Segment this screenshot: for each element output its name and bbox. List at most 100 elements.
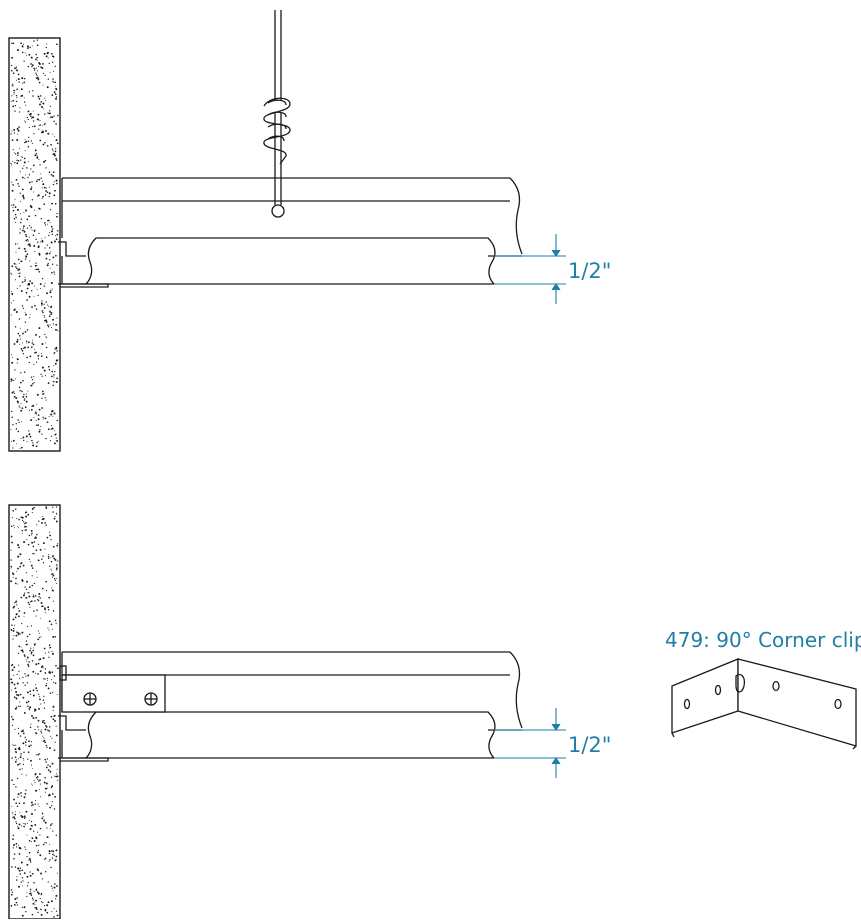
wall-stipple-dot (25, 675, 27, 677)
wall-stipple-dot (22, 342, 24, 344)
wall-stipple-dot (47, 881, 49, 883)
wall-stipple-dot (44, 222, 46, 224)
wall-stipple-dot (22, 763, 25, 766)
wall-stipple-dot (50, 289, 52, 291)
wall-stipple-dot (14, 898, 17, 900)
wall-stipple-dot (30, 801, 33, 804)
wall-stipple-dot (20, 159, 22, 161)
wall-stipple-dot (22, 196, 25, 199)
wall-stipple-dot (24, 586, 26, 588)
wall-stipple-dot (33, 245, 36, 247)
wall-stipple-dot (18, 258, 20, 261)
wall-stipple-dot (54, 636, 57, 638)
wall-stipple-dot (13, 904, 16, 906)
wall-stipple-dot (15, 397, 18, 400)
wall-stipple-dot (46, 911, 49, 914)
wall-stipple-dot (51, 202, 53, 205)
wall-stipple-dot (48, 171, 51, 173)
wall-stipple-dot (50, 424, 52, 427)
wall-stipple-dot (55, 520, 58, 523)
wall-stipple-dot (39, 124, 41, 126)
wall-stipple-dot (22, 167, 24, 169)
wall-stipple-dot (38, 593, 41, 595)
wall-stipple-dot (55, 898, 57, 900)
wall-stipple-dot (14, 616, 17, 619)
wall-stipple-dot (39, 241, 41, 243)
wall-stipple-dot (40, 732, 43, 734)
wall-stipple-dot (12, 439, 15, 442)
wall-stipple-dot (22, 758, 24, 760)
wall-stipple-dot (55, 85, 57, 87)
wall-stipple-dot (17, 826, 19, 828)
wall-stipple-dot (18, 844, 20, 846)
wall-stipple-dot (14, 279, 17, 281)
wall-stipple-dot (44, 909, 47, 912)
wall-stipple-dot (36, 75, 38, 77)
wall-stipple-dot (32, 804, 34, 806)
wall-stipple-dot (45, 342, 47, 344)
wall-stipple-dot (15, 821, 17, 823)
wall-stipple-dot (34, 781, 36, 784)
wall-stipple-dot (49, 291, 52, 294)
wall-stipple-dot (49, 670, 51, 672)
corner-clip-icon (671, 658, 857, 750)
wall-stipple-dot (31, 507, 34, 510)
wall-stipple-dot (21, 825, 23, 827)
wall-stipple-dot (50, 623, 53, 626)
wall-stipple-dot (56, 775, 59, 778)
wall-stipple-dot (31, 379, 34, 381)
wall-stipple-dot (35, 844, 38, 847)
wall-stipple-dot (43, 123, 46, 126)
wall-stipple-dot (30, 226, 32, 229)
wall-stipple-dot (38, 178, 41, 181)
wall-stipple-dot (12, 149, 14, 151)
wall-stipple-dot (14, 744, 16, 746)
wall-stipple-dot (36, 609, 38, 611)
wall-stipple-dot (36, 156, 39, 159)
wall-stipple-dot (17, 129, 20, 132)
wall-stipple-dot (45, 580, 48, 583)
wall-stipple-dot (25, 640, 28, 642)
wall-stipple-dot (38, 98, 41, 100)
wall-stipple-dot (51, 148, 54, 150)
wall-stipple-dot (24, 823, 27, 825)
wall-stipple-dot (33, 67, 35, 70)
wall-stipple-dot (15, 95, 18, 97)
wall-stipple-dot (30, 188, 33, 191)
wall-stipple-dot (49, 735, 51, 737)
wall-stipple-dot (49, 806, 52, 809)
wall-stipple-dot (41, 587, 44, 590)
wall-stipple-dot (15, 759, 17, 761)
wall-stipple-dot (41, 558, 43, 560)
wall-stipple-dot (21, 773, 23, 775)
wall-stipple-dot (40, 796, 42, 798)
wall-stipple-dot (25, 572, 27, 574)
wall-stipple-dot (46, 144, 49, 147)
wall-stipple-dot (53, 120, 55, 123)
wall-stipple-dot (35, 424, 38, 426)
wall-stipple-dot (48, 793, 51, 796)
wall-stipple-dot (44, 608, 46, 611)
wall-stipple-dot (20, 563, 22, 565)
wall-stipple-dot (17, 705, 20, 707)
wall-stipple-dot (37, 241, 39, 243)
wall-stipple-dot (23, 161, 26, 164)
screw-icon (144, 692, 158, 706)
wall-stipple-dot (46, 536, 49, 539)
wall-stipple-dot (21, 914, 24, 917)
wall-stipple-dot (21, 281, 24, 283)
wall-stipple-dot (28, 295, 31, 298)
wall-stipple-dot (30, 723, 32, 725)
wall-stipple-dot (10, 272, 12, 274)
wall-stipple-dot (20, 596, 23, 599)
wall-stipple-dot (37, 849, 39, 852)
wall-stipple-dot (53, 442, 56, 445)
wall-stipple-dot (10, 291, 12, 293)
wall-stipple-dot (17, 796, 19, 798)
wall-stipple-dot (53, 675, 56, 677)
wall-stipple-dot (10, 629, 13, 631)
wall-stipple-dot (21, 94, 24, 97)
wall-stipple-dot (19, 343, 21, 345)
wall-stipple-dot (36, 689, 38, 692)
wall-stipple-dot (35, 799, 37, 802)
